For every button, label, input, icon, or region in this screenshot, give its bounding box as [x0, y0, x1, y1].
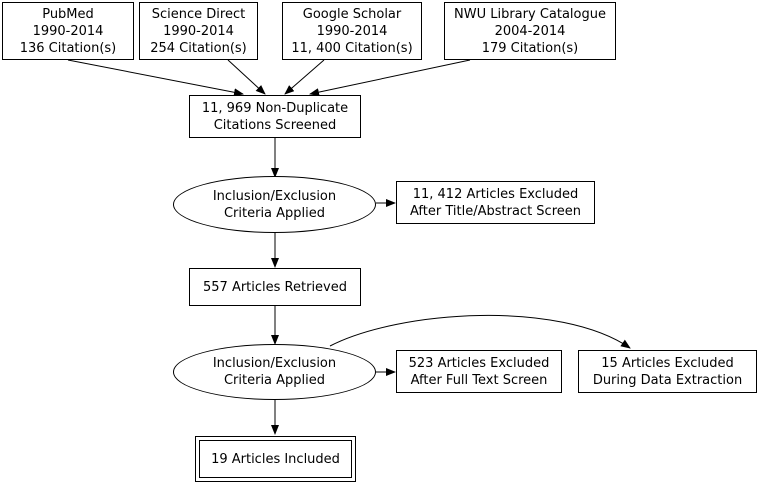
source-name: Google Scholar — [302, 6, 402, 22]
criteria-ellipse-1: Inclusion/Exclusion Criteria Applied — [173, 176, 376, 233]
screened-line1: 11, 969 Non-Duplicate — [201, 100, 349, 116]
criteria-line1: Inclusion/Exclusion — [212, 188, 337, 204]
excluded-line2: After Title/Abstract Screen — [410, 203, 581, 219]
included-box: 19 Articles Included — [195, 436, 356, 482]
excluded-full-text-box: 523 Articles Excluded After Full Text Sc… — [396, 350, 562, 393]
source-citations: 11, 400 Citation(s) — [291, 40, 413, 56]
source-science-direct: Science Direct 1990-2014 254 Citation(s) — [139, 2, 258, 60]
included-label: 19 Articles Included — [211, 451, 340, 467]
source-years: 1990-2014 — [163, 23, 234, 39]
excluded-line1: 11, 412 Articles Excluded — [412, 186, 579, 202]
source-years: 2004-2014 — [494, 23, 566, 39]
source-pubmed: PubMed 1990-2014 136 Citation(s) — [2, 2, 134, 60]
source-nwu-library-catalogue: NWU Library Catalogue 2004-2014 179 Cita… — [444, 2, 616, 60]
excluded-line1: 15 Articles Excluded — [601, 355, 734, 371]
arrow-googlescholar-to-screened — [284, 59, 325, 95]
excluded-line1: 523 Articles Excluded — [408, 355, 550, 371]
excluded-line2: During Data Extraction — [592, 372, 743, 388]
arrow-criteria2-to-excluded-extraction — [329, 315, 631, 349]
criteria-line2: Criteria Applied — [223, 205, 326, 221]
source-citations: 136 Citation(s) — [19, 40, 117, 56]
excluded-line2: After Full Text Screen — [410, 372, 548, 388]
source-name: PubMed — [42, 6, 94, 22]
source-citations: 179 Citation(s) — [481, 40, 579, 56]
arrow-sciencedirect-to-screened — [227, 59, 266, 95]
source-citations: 254 Citation(s) — [150, 40, 247, 56]
criteria-line2: Criteria Applied — [223, 373, 326, 388]
arrow-pubmed-to-screened — [67, 59, 244, 97]
criteria-line1: Inclusion/Exclusion — [212, 356, 337, 371]
source-name: NWU Library Catalogue — [454, 6, 606, 22]
screened-box: 11, 969 Non-Duplicate Citations Screened — [189, 95, 361, 138]
source-years: 1990-2014 — [32, 23, 104, 39]
retrieved-label: 557 Articles Retrieved — [203, 279, 347, 295]
arrow-nwu-to-screened — [309, 59, 471, 97]
source-years: 1990-2014 — [316, 23, 388, 39]
screened-line2: Citations Screened — [213, 117, 337, 133]
excluded-title-abstract-box: 11, 412 Articles Excluded After Title/Ab… — [396, 181, 595, 224]
retrieved-box: 557 Articles Retrieved — [189, 268, 361, 306]
excluded-data-extraction-box: 15 Articles Excluded During Data Extract… — [578, 350, 757, 393]
source-google-scholar: Google Scholar 1990-2014 11, 400 Citatio… — [282, 2, 422, 60]
source-name: Science Direct — [151, 6, 246, 22]
criteria-ellipse-2: Inclusion/Exclusion Criteria Applied — [173, 344, 376, 400]
